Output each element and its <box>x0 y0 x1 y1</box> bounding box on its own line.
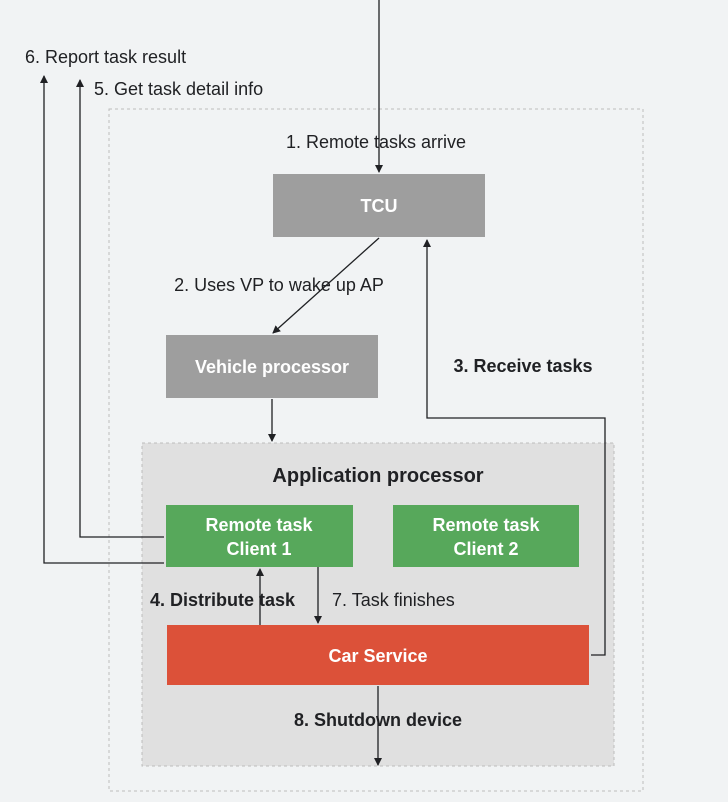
client-1-label-line1: Remote task <box>205 515 313 535</box>
tcu-box <box>273 174 485 237</box>
label-step-6: 6. Report task result <box>25 47 186 67</box>
car-service-label: Car Service <box>328 646 427 666</box>
client-2-label-line1: Remote task <box>432 515 540 535</box>
client-1-label-line2: Client 1 <box>226 539 291 559</box>
vehicle-processor-box <box>166 335 378 398</box>
tcu-label: TCU <box>361 196 398 216</box>
label-step-7: 7. Task finishes <box>332 590 455 610</box>
arrow-get-task-detail <box>76 79 164 538</box>
remote-task-client-1-box <box>166 505 353 567</box>
car-service-box <box>167 625 589 685</box>
client-2-label-line2: Client 2 <box>453 539 518 559</box>
arrow-report-task-result <box>40 75 164 564</box>
label-step-4: 4. Distribute task <box>150 590 296 610</box>
remote-task-client-2-box <box>393 505 579 567</box>
vehicle-processor-label: Vehicle processor <box>195 357 349 377</box>
label-step-5: 5. Get task detail info <box>94 79 263 99</box>
vehicle-boundary <box>108 108 644 792</box>
label-step-3: 3. Receive tasks <box>453 356 592 376</box>
label-step-8: 8. Shutdown device <box>294 710 462 730</box>
arrow-wake-vp <box>272 237 380 334</box>
arrow-receive-tasks <box>423 239 606 656</box>
label-step-2: 2. Uses VP to wake up AP <box>174 275 384 295</box>
label-step-1: 1. Remote tasks arrive <box>286 132 466 152</box>
application-processor-title: Application processor <box>272 465 483 487</box>
